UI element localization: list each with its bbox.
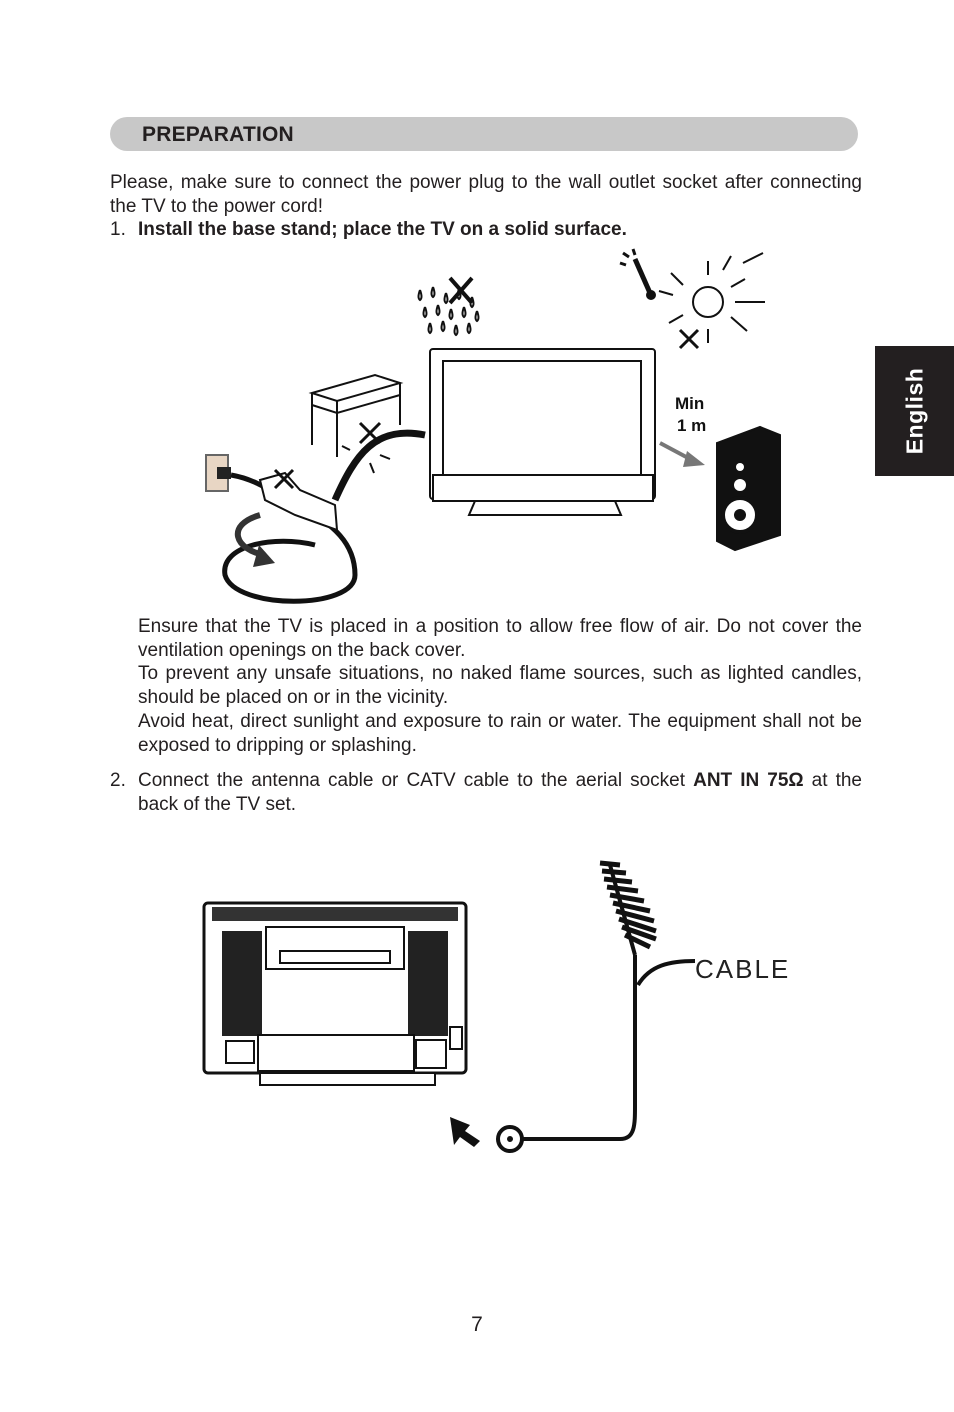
- antenna-icon: [599, 860, 657, 956]
- step-1-number: 1.: [110, 219, 126, 240]
- section-title: PREPARATION: [142, 123, 294, 146]
- placement-illustration: Min 1 m: [205, 248, 781, 604]
- intro-paragraph: Please, make sure to connect the power p…: [110, 172, 862, 217]
- tv-front-icon: [429, 348, 656, 516]
- language-tab-label: English: [901, 367, 927, 455]
- sun-icon: [658, 252, 765, 350]
- distance-label-min: Min: [675, 394, 704, 413]
- step-1-title: Install the base stand; place the TV on …: [138, 219, 627, 240]
- step-1-paragraph-ventilation: Ensure that the TV is placed in a positi…: [138, 616, 862, 661]
- hand-icon: [258, 471, 339, 532]
- step-1-paragraph-flame: To prevent any unsafe situations, no nak…: [138, 663, 862, 708]
- section-header-bar: PREPARATION: [110, 117, 858, 151]
- distance-label-1m: 1 m: [677, 416, 706, 435]
- step-2-text: Connect the antenna cable or CATV cable …: [138, 770, 862, 815]
- tv-back-icon: [202, 901, 468, 1086]
- cable-label: CABLE: [695, 954, 790, 984]
- language-tab: English: [875, 346, 954, 476]
- thermometer-icon: [619, 248, 656, 300]
- rain-icon: [417, 276, 480, 337]
- speaker-icon: [716, 425, 781, 552]
- antenna-connection-illustration: CABLE: [202, 860, 790, 1153]
- page-number: 7: [471, 1313, 483, 1336]
- antenna-cable-icon: [522, 955, 637, 1141]
- antenna-socket-label: ANT IN 75Ω: [693, 770, 804, 791]
- step-1-paragraph-heat: Avoid heat, direct sunlight and exposure…: [138, 711, 862, 756]
- step-2-number: 2.: [110, 770, 126, 791]
